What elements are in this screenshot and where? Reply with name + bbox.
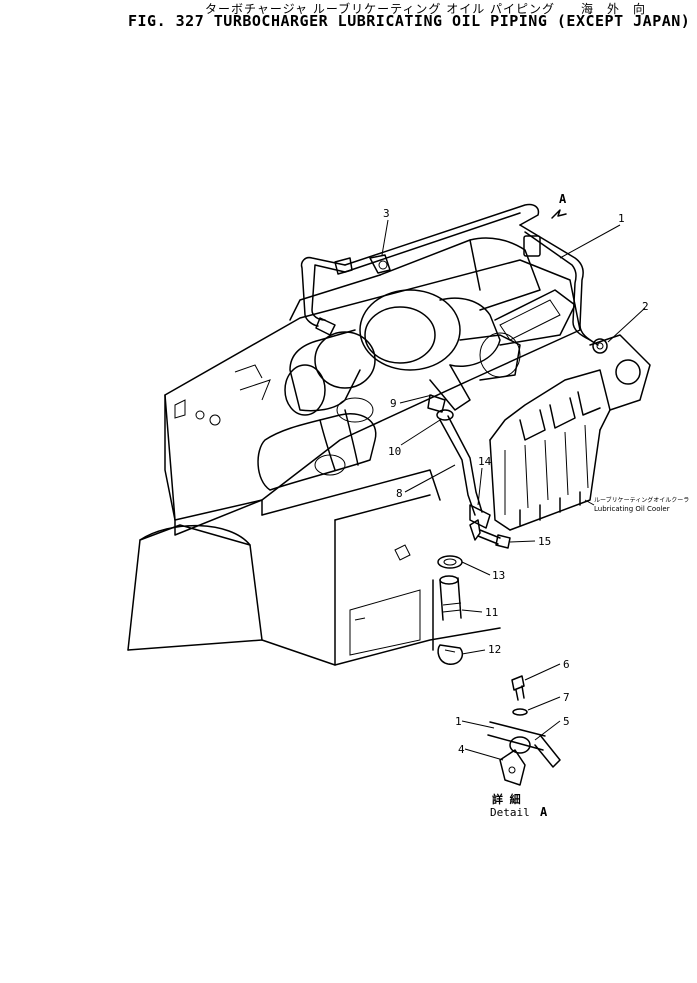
callout-12: 12 — [488, 643, 501, 656]
detail-a-view — [487, 675, 561, 786]
detail-label-en: Detail — [490, 806, 530, 819]
leader-lines — [381, 219, 646, 761]
oil-cooler-label-jp: ルーブリケーティングオイルクーラ — [594, 496, 689, 504]
engine-block — [127, 259, 581, 666]
lubricating-oil-cooler — [489, 334, 651, 531]
callout-13: 13 — [492, 569, 505, 582]
figure-title: FIG. 327 TURBOCHARGER LUBRICATING OIL PI… — [128, 12, 691, 30]
callout-10: 10 — [388, 445, 401, 458]
view-a-label: A — [559, 192, 567, 206]
connector-fitting — [592, 338, 608, 354]
callout-14: 14 — [478, 455, 492, 468]
callout-8: 8 — [396, 487, 403, 500]
callout-5: 5 — [563, 715, 570, 728]
title-japanese: ターボチャージャ ルーブリケーティング オイル パイピング 海 外 向 — [205, 2, 647, 16]
oil-inlet-pipe — [300, 203, 599, 346]
oil-drain-pipe — [427, 394, 491, 541]
callout-numbers: 3 1 2 9 10 8 14 15 13 11 12 6 7 5 1 4 — [383, 207, 649, 756]
callout-15: 15 — [538, 535, 551, 548]
callout-9: 9 — [390, 397, 397, 410]
block-plug — [394, 544, 411, 561]
callout-7: 7 — [563, 691, 570, 704]
callout-1: 1 — [618, 212, 625, 225]
exhaust-manifold — [257, 397, 377, 491]
callout-6: 6 — [563, 658, 570, 671]
turbocharger — [284, 289, 576, 416]
callout-11: 11 — [485, 606, 498, 619]
bolt — [477, 529, 511, 549]
callout-2: 2 — [642, 300, 649, 313]
detail-label-jp: 詳 細 — [492, 792, 521, 806]
oil-cooler-label-en: Lubricating Oil Cooler — [594, 505, 670, 513]
hose-assembly — [432, 555, 464, 665]
callout-4: 4 — [458, 743, 465, 756]
callout-3: 3 — [383, 207, 390, 220]
callout-1-detail: 1 — [455, 715, 462, 728]
intake-housing — [289, 237, 541, 321]
view-a-arrow: A — [551, 192, 567, 219]
detail-label-letter: A — [540, 805, 548, 819]
eye-joint-fitting — [334, 254, 391, 275]
